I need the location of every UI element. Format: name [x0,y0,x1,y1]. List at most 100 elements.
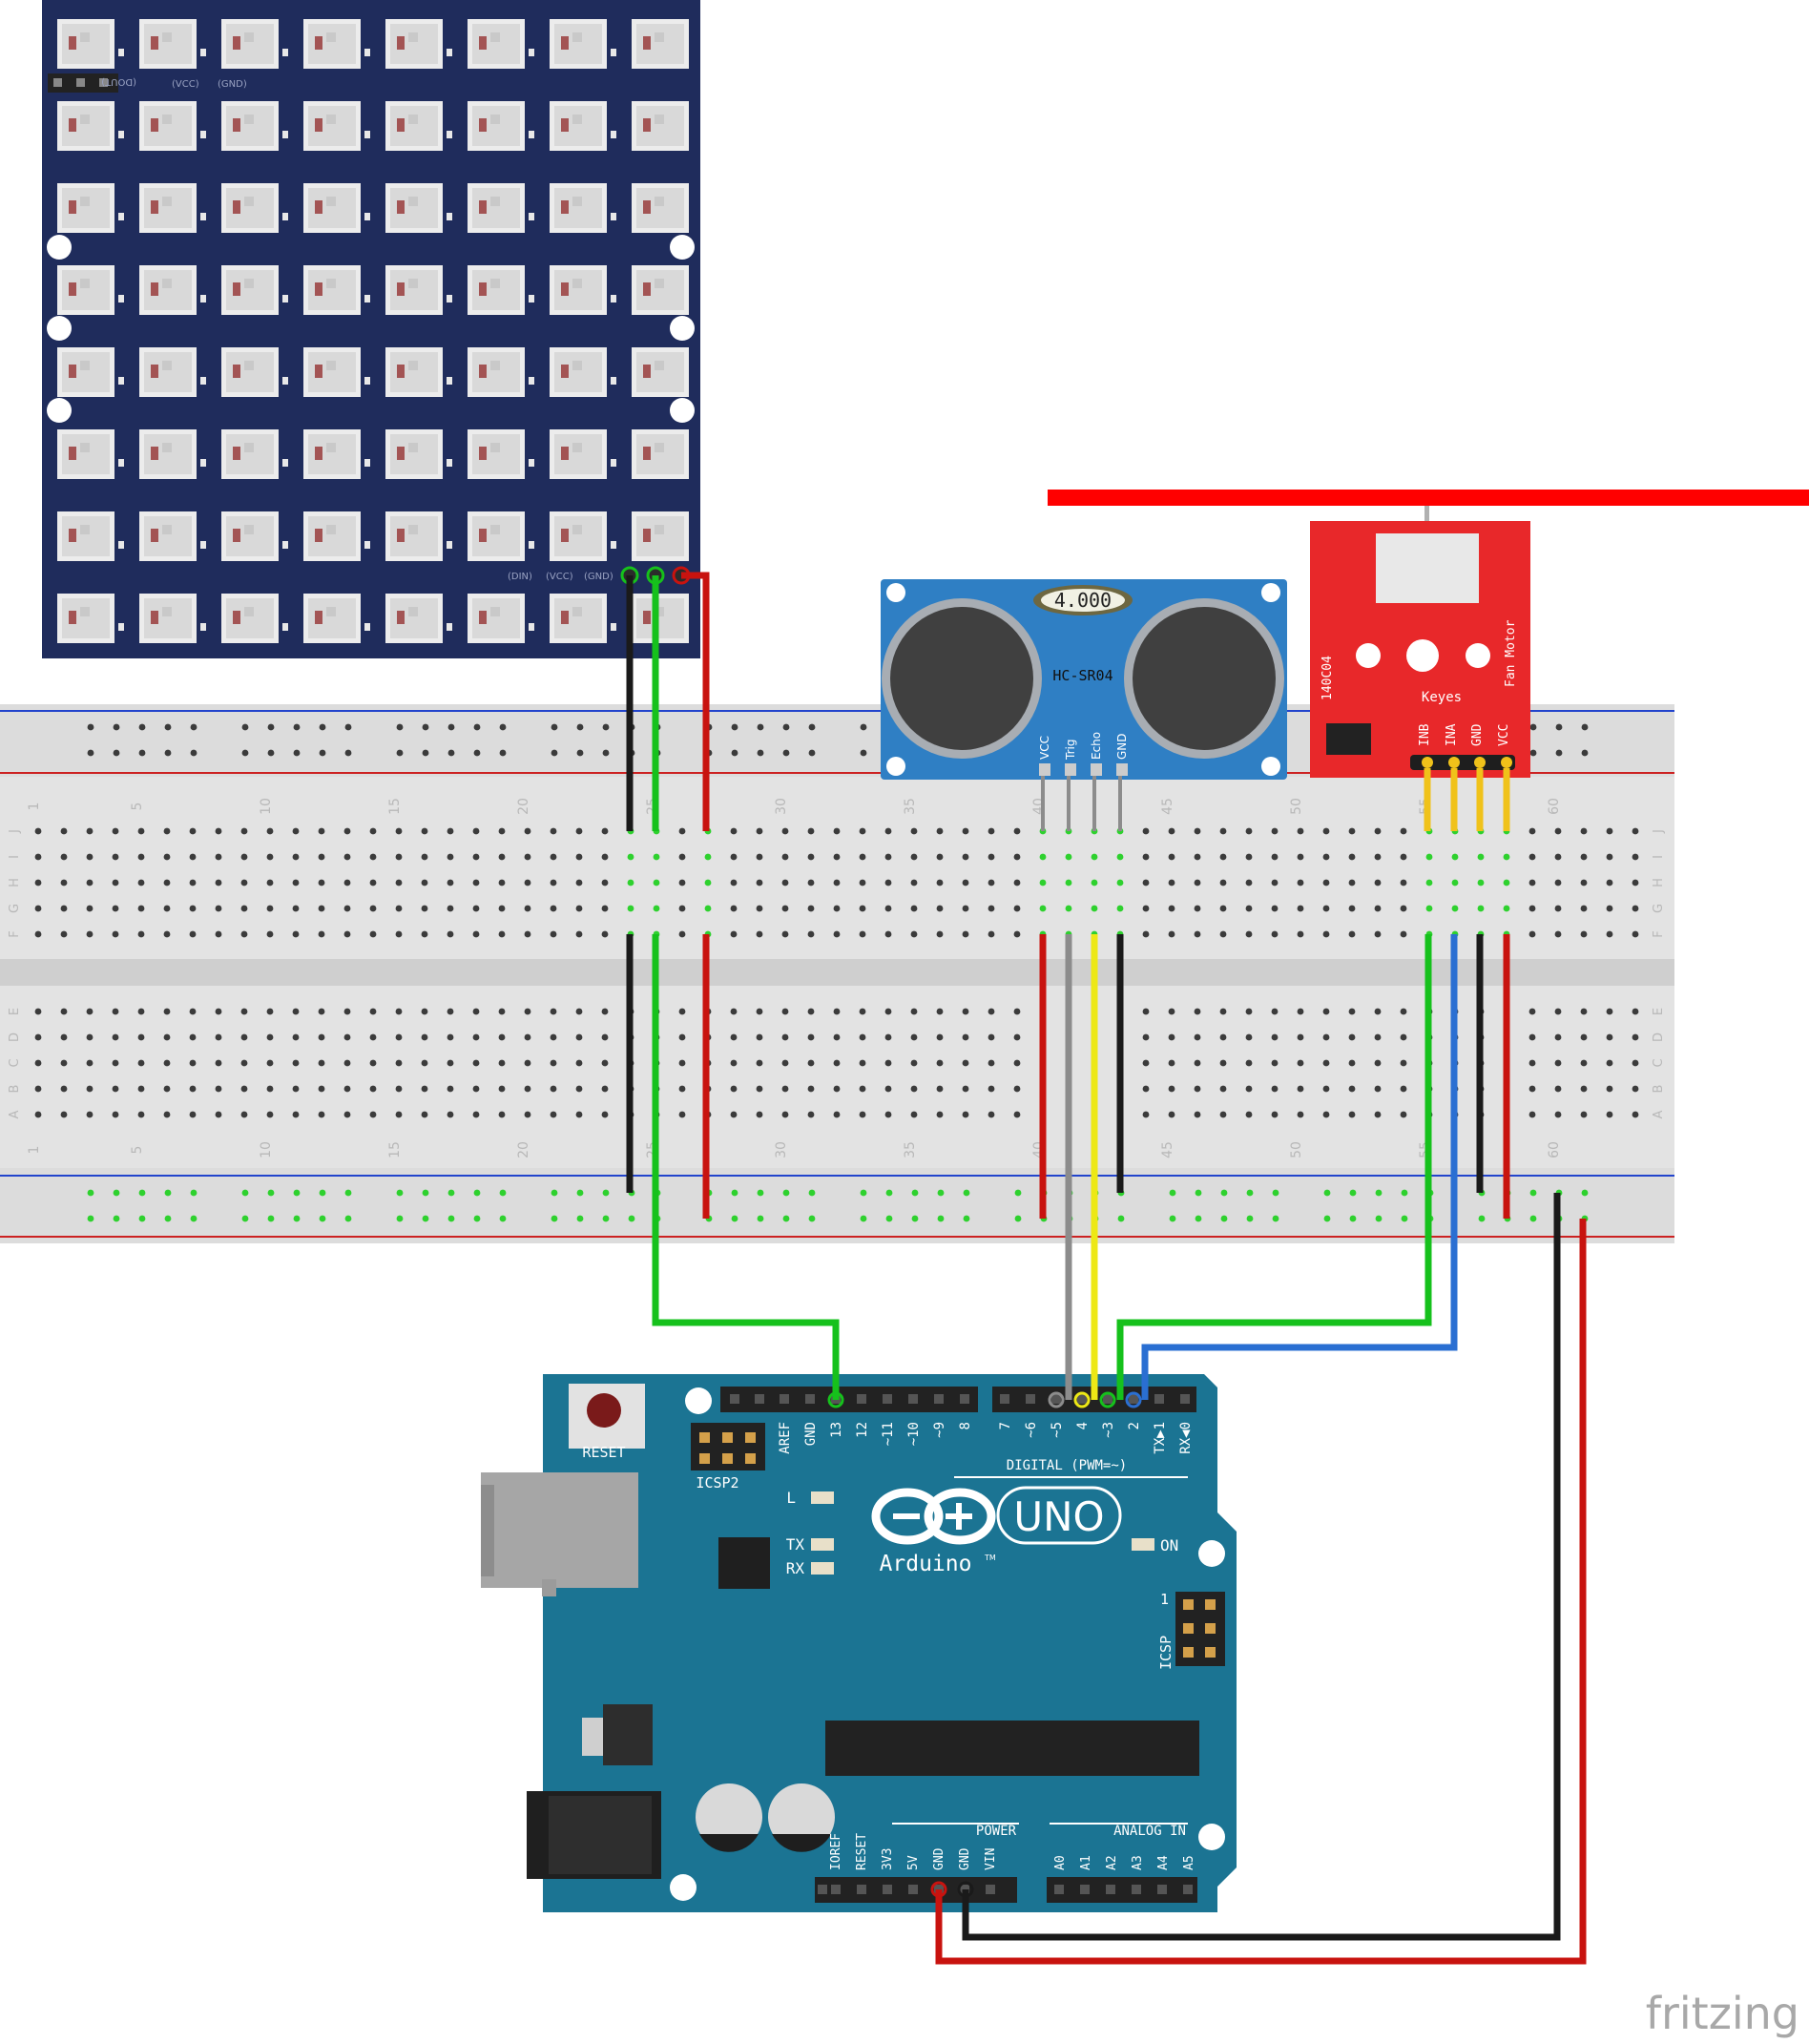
row-letter: F [8,930,22,937]
digital-pin-label: 4 [1075,1422,1091,1429]
analog-header[interactable] [1047,1877,1197,1903]
led-cell [221,265,288,315]
column-number: 20 [516,798,531,815]
analog-pin-label: A4 [1156,1855,1171,1870]
led-cell [468,183,534,233]
led-cell [57,429,124,479]
digital-pin-label: 7 [998,1422,1013,1429]
icsp2-header[interactable] [691,1423,765,1470]
column-number: 45 [1160,1141,1175,1158]
ultrasonic-sensor: 4.000 HC-SR04 VCC Trig Echo GND [881,579,1287,780]
power-pin-label: 5V [906,1855,921,1870]
row-letter: J [8,829,22,834]
pin-label-vcc-top: (VCC) [172,79,199,90]
row-letter: H [8,878,22,887]
column-number: 30 [774,798,789,815]
led-cell [221,429,288,479]
fan-title-label: Fan Motor [1504,619,1518,687]
sensor-pins[interactable] [1039,763,1128,776]
power-pin-label: 3V3 [881,1848,895,1870]
column-number: 35 [903,798,918,815]
sensor-pin-vcc: VCC [1038,736,1051,760]
led-cell [303,511,370,561]
usb-chip [718,1537,770,1589]
led-cell [550,183,616,233]
icsp2-label: ICSP2 [696,1474,738,1491]
led-cell [632,101,689,151]
matrix-bottom-pin-labels: (DIN) (VCC) (GND) [508,572,613,582]
wires[interactable] [626,572,1587,1965]
led-cell [139,429,206,479]
column-number: 60 [1547,1141,1562,1158]
row-letter: H [1652,878,1666,887]
reset-label: RESET [582,1444,625,1461]
digital-pin-label: 12 [855,1422,870,1438]
icsp-header[interactable] [1175,1592,1225,1666]
pin-label-din: (DIN) [508,572,532,582]
led-cell [303,101,370,151]
led-matrix: (DOUT) (DIN) (VCC) (GND) (VCC) (GND) [42,0,700,658]
led-cell [139,183,206,233]
led-cell [57,101,124,151]
row-letter: B [1652,1085,1666,1094]
capacitor-1 [696,1783,762,1850]
pin-label-gnd-top: (GND) [218,79,247,90]
sensor-model-label: HC-SR04 [1052,667,1112,684]
row-letter: E [8,1008,22,1015]
led-cell [550,19,616,69]
fan-pin-headers[interactable] [1410,755,1515,770]
column-number: 15 [387,1141,403,1158]
led-l [811,1491,834,1504]
led-cell [385,511,452,561]
pin-label-vcc: (VCC) [546,572,573,582]
led-cell [468,19,534,69]
analog-pin-label: A0 [1053,1855,1068,1870]
column-number: 10 [259,798,274,815]
power-pin-label: IOREF [829,1833,843,1870]
icsp-label: ICSP [1157,1636,1175,1670]
led-cell [468,594,534,643]
led-cell [468,347,534,397]
led-cell [57,594,124,643]
power-label: POWER [976,1824,1017,1839]
digital-pin-label: GND [803,1422,819,1446]
column-number: 45 [1160,798,1175,815]
column-number: 5 [130,1146,145,1155]
breadboard-column-numbers: 1155101015152020252530303535404045455050… [27,798,1562,1158]
capacitor-2 [768,1783,835,1850]
led-cell [221,511,288,561]
led-cell [468,511,534,561]
led-cell [550,101,616,151]
motor-connector [1376,533,1479,603]
sensor-pin-gnd: GND [1115,733,1129,760]
power-pin-label: RESET [855,1833,869,1870]
led-cell [385,594,452,643]
column-number: 1 [27,1146,42,1155]
wire-fan-inb [1116,934,1432,1400]
wire-fan-ina [1141,934,1458,1400]
matrix-mount-holes [47,235,695,423]
led-cell [468,265,534,315]
led-cell [385,19,452,69]
led-cell [632,511,689,561]
digital-pin-label: RX◀0 [1178,1422,1194,1454]
led-cell [139,19,206,69]
crystal-label: 4.000 [1054,589,1112,612]
led-cell [303,265,370,315]
led-cell [57,183,124,233]
led-cell [385,101,452,151]
row-letter: F [1652,930,1666,937]
led-cell [57,347,124,397]
led-cell [221,19,288,69]
digital-pin-label: ~6 [1024,1422,1039,1438]
row-letter: J [1652,829,1666,834]
matrix-top-header [48,73,118,93]
column-number: 50 [1289,1141,1304,1158]
brand-label: Keyes [1422,690,1462,705]
led-cell [57,265,124,315]
icsp-pin1-label: 1 [1160,1591,1169,1608]
chip-label: 140C04 [1320,656,1335,700]
